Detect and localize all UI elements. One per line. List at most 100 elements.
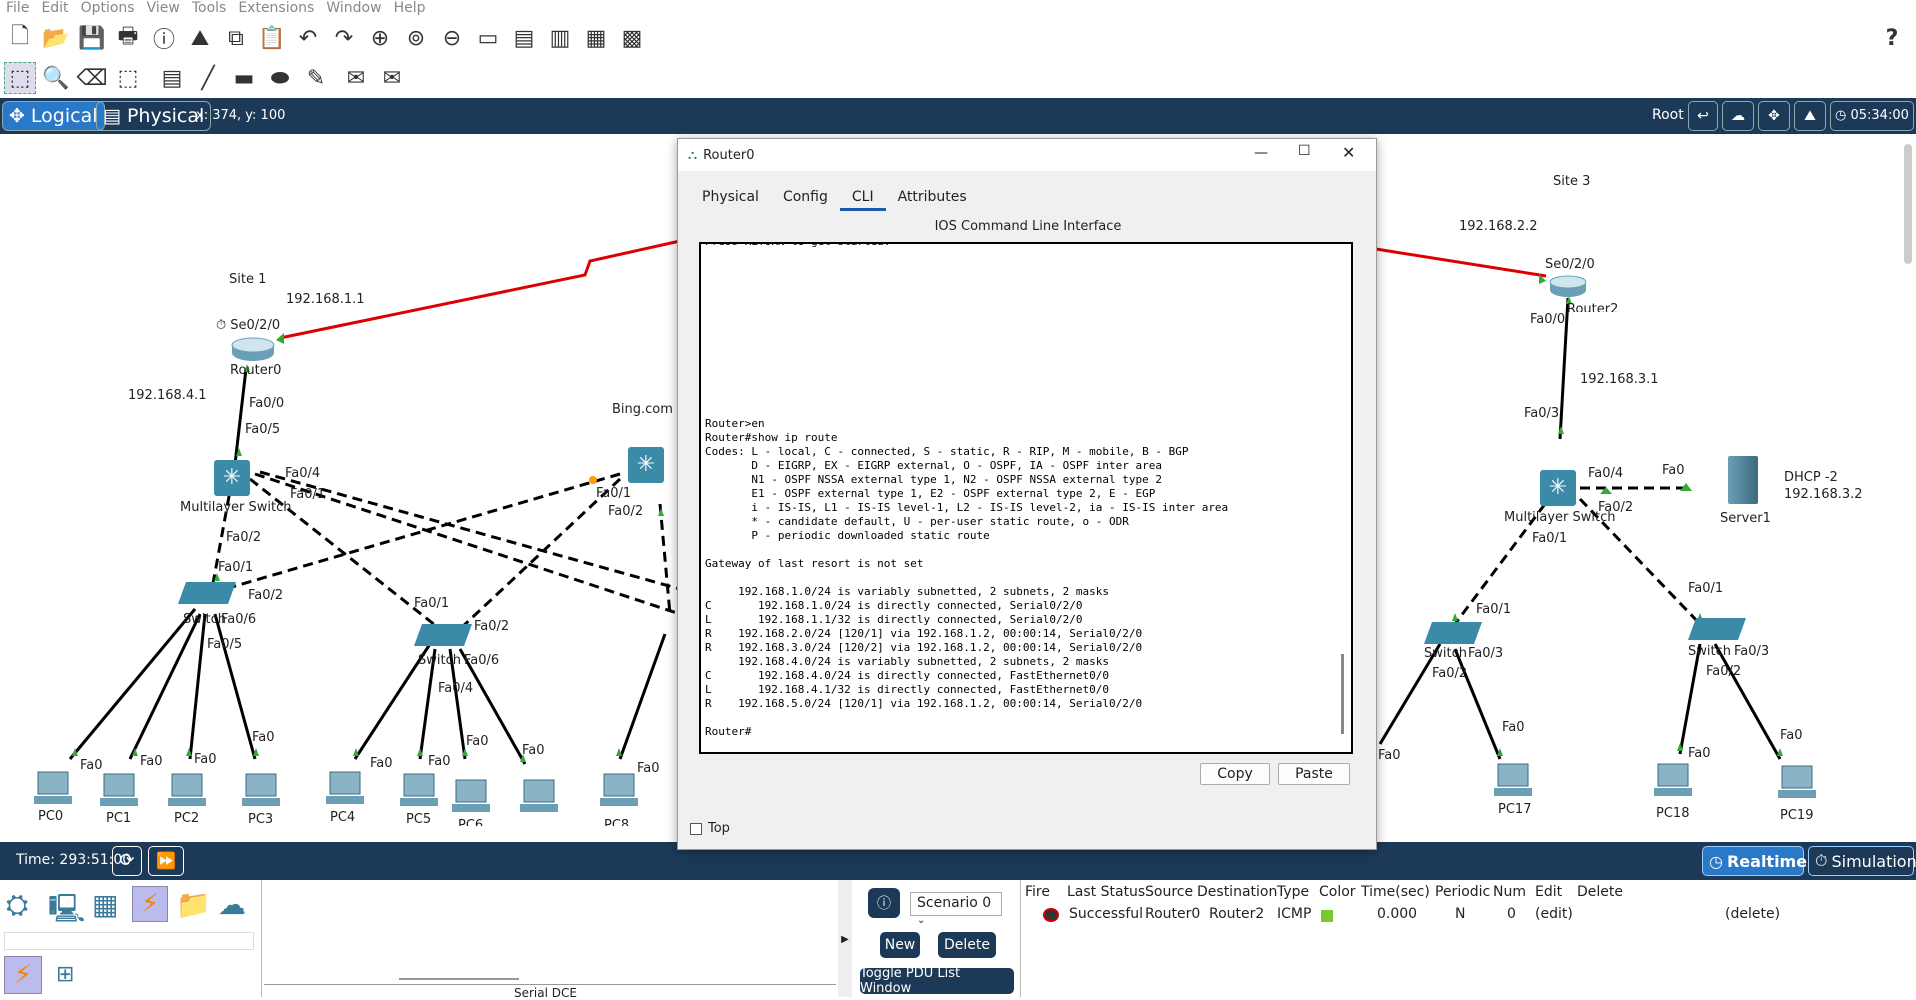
background-image-icon[interactable]: ⛰ [1794, 101, 1826, 131]
pc3[interactable] [238, 772, 282, 816]
power-cycle-icon[interactable]: ⟳ [112, 846, 142, 876]
row-edit-link[interactable]: (edit) [1535, 906, 1573, 922]
switch1-icon[interactable] [413, 624, 473, 646]
menu-help[interactable]: Help [393, 0, 426, 16]
draw-ellipse-icon[interactable]: ⬬ [270, 65, 290, 91]
save-icon[interactable]: 💾 [78, 25, 106, 51]
server1-icon[interactable] [1728, 456, 1758, 504]
paste-button[interactable]: Paste [1278, 763, 1350, 785]
undo-icon[interactable]: ↶ [298, 25, 318, 51]
redo-icon[interactable]: ↷ [334, 25, 354, 51]
scenario-info-icon[interactable]: ⓘ [868, 888, 900, 918]
menu-tools[interactable]: Tools [191, 0, 227, 16]
pc7[interactable] [516, 778, 560, 822]
draw-rectangle-icon[interactable]: ▬ [233, 65, 255, 91]
switch4-icon[interactable] [1687, 618, 1747, 640]
toggle-pdu-list-button[interactable]: Toggle PDU List Window [860, 966, 1014, 996]
add-simple-pdu-icon[interactable]: ✉ [346, 65, 366, 91]
open-folder-icon[interactable]: 📂 [42, 25, 70, 51]
fire-pdu-icon[interactable] [1043, 908, 1059, 922]
copy-icon[interactable]: ⧉ [228, 25, 244, 51]
menu-view[interactable]: View [146, 0, 180, 16]
device-search-field[interactable] [4, 932, 254, 950]
resize-shape-icon[interactable]: ⬚ [117, 65, 139, 91]
info-icon[interactable]: ⓘ [152, 28, 175, 53]
pc8[interactable] [596, 772, 640, 816]
device-template-icon[interactable]: ▦ [585, 25, 607, 51]
tab-physical[interactable]: Physical [702, 189, 759, 205]
pc6[interactable] [448, 778, 492, 822]
simulation-button[interactable]: ⏱Simulation [1808, 846, 1916, 876]
multilayer-switch-icon[interactable]: ✳ [214, 460, 250, 496]
draw-line-icon[interactable]: ╱ [201, 65, 215, 91]
print-icon[interactable]: 🖶 [117, 24, 139, 49]
canvas-scrollbar[interactable] [1904, 144, 1912, 264]
activity-wizard-icon[interactable]: ⛰ [190, 25, 210, 51]
menu-edit[interactable]: Edit [41, 0, 69, 16]
select-icon[interactable]: ⬚ [4, 62, 36, 94]
scenario-select[interactable]: Scenario 0 ⌄ [910, 892, 1002, 926]
tab-cli[interactable]: CLI [839, 185, 886, 211]
back-icon[interactable]: ↩ [1688, 101, 1718, 131]
freeform-icon[interactable]: ✎ [306, 65, 326, 91]
navigation-icon[interactable]: ✥ [1758, 101, 1790, 131]
pc19[interactable] [1774, 764, 1818, 808]
pc4[interactable] [322, 770, 366, 814]
grid-icon[interactable]: ⊞ [56, 962, 75, 987]
auto-connection-icon[interactable]: ⚡ [4, 956, 42, 994]
close-icon[interactable]: ✕ [1342, 143, 1356, 162]
inspect-icon[interactable]: 🔍 [42, 65, 70, 91]
switch0-icon[interactable] [177, 582, 237, 604]
tab-config[interactable]: Config [782, 189, 828, 205]
row-delete-link[interactable]: (delete) [1725, 906, 1781, 922]
scroll-thumb[interactable] [399, 978, 519, 980]
zoom-in-icon[interactable]: ⊕ [370, 25, 390, 51]
multilayer-switch3-icon[interactable]: ✳ [1540, 470, 1576, 506]
connections-icon[interactable]: ⚡ [132, 886, 168, 922]
physical-view-button[interactable]: ▤Physical [96, 101, 212, 131]
drawing-palette-icon[interactable]: ▭ [477, 25, 499, 51]
place-note-icon[interactable]: ▤ [161, 65, 183, 91]
maximize-icon[interactable]: ☐ [1298, 143, 1311, 159]
copy-button[interactable]: Copy [1200, 763, 1270, 785]
menu-options[interactable]: Options [80, 0, 135, 16]
zoom-out-icon[interactable]: ⊖ [442, 25, 462, 51]
paste-icon[interactable]: 📋 [258, 25, 286, 51]
miscellaneous-icon[interactable]: 📁 [176, 888, 211, 921]
multiuser-icon[interactable]: ☁ [218, 888, 246, 921]
viewport-clock[interactable]: ◷ 05:34:00 [1830, 101, 1914, 131]
network-devices-icon[interactable]: ⛭ [6, 888, 29, 921]
minimize-icon[interactable]: — [1254, 145, 1268, 161]
pc0[interactable] [30, 770, 74, 814]
menu-extensions[interactable]: Extensions [238, 0, 315, 16]
delete-icon[interactable]: ⌫ [76, 65, 108, 91]
switch3-icon[interactable] [1423, 622, 1483, 644]
add-complex-pdu-icon[interactable]: ✉ [382, 65, 402, 91]
menu-file[interactable]: File [6, 0, 30, 16]
cli-scrollbar-thumb[interactable] [1341, 654, 1344, 734]
realtime-button[interactable]: ◷Realtime [1702, 846, 1807, 876]
delete-pdu-button[interactable]: Delete [938, 932, 996, 958]
cli-terminal[interactable]: Press RETURN to get started. Router>en R… [699, 242, 1353, 754]
custom-device-icon[interactable]: ▤ [513, 25, 535, 51]
bing-switch-icon[interactable]: ✳ [628, 447, 664, 483]
help-icon[interactable]: ? [1885, 25, 1899, 51]
components-icon[interactable]: ▦ [92, 888, 119, 921]
new-pdu-button[interactable]: New [880, 932, 920, 958]
cluster-icon[interactable]: ▩ [621, 25, 643, 51]
pc1[interactable] [96, 772, 140, 816]
pc5[interactable] [396, 772, 440, 816]
collapse-arrow-icon[interactable]: ▶ [838, 880, 852, 997]
new-file-icon[interactable]: 🗋 [11, 24, 29, 49]
router0-device[interactable] [230, 336, 276, 362]
fast-forward-icon[interactable]: ⏩ [148, 846, 184, 876]
cloud-icon[interactable]: ☁ [1722, 101, 1754, 131]
pc18[interactable] [1650, 762, 1694, 806]
top-checkbox[interactable] [690, 822, 702, 835]
pc2[interactable] [164, 772, 208, 816]
logical-view-button[interactable]: ✥Logical [2, 101, 105, 131]
notes-icon[interactable]: ▥ [549, 25, 571, 51]
menu-window[interactable]: Window [326, 0, 382, 16]
pc17[interactable] [1490, 762, 1534, 806]
tab-attributes[interactable]: Attributes [897, 189, 967, 205]
